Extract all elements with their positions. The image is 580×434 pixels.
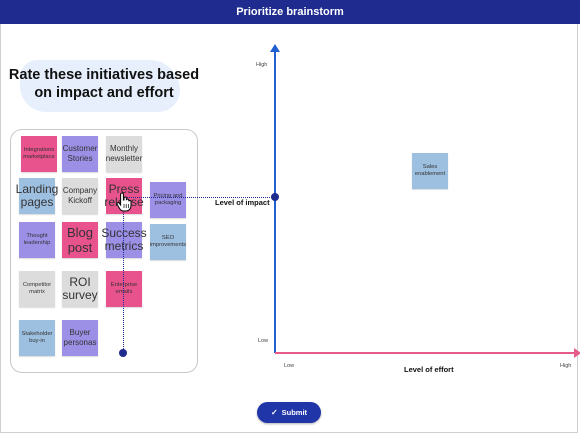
impact-high-label: High (256, 62, 268, 68)
sticky-note-enterprise-emails[interactable]: Enterprise emails (106, 271, 142, 307)
header-title: Prioritize brainstorm (236, 6, 344, 18)
impact-axis-arrow (270, 44, 280, 52)
sticky-note-success-metrics[interactable]: Success metrics (101, 222, 147, 258)
effort-axis-title: Level of effort (404, 365, 454, 374)
check-icon: ✓ (270, 408, 278, 417)
sticky-note-monthly-newsletter[interactable]: Monthly newsletter (106, 136, 142, 172)
impact-drag-handle[interactable] (271, 193, 279, 201)
sticky-note-pricing-packaging[interactable]: Pricing and packaging (150, 182, 186, 218)
sticky-note-roi-survey[interactable]: ROI survey (62, 271, 98, 307)
hand-cursor-icon (116, 192, 132, 212)
sticky-note-press-release[interactable]: Press release (104, 178, 144, 214)
effort-high-label: High (560, 363, 572, 369)
impact-guide-line (124, 197, 274, 198)
sticky-note-blog-post[interactable]: Blog post (62, 222, 98, 258)
canvas-frame (0, 24, 578, 433)
notes-panel: Integrations marketplace Customer Storie… (10, 129, 198, 373)
impact-low-label: Low (258, 338, 269, 344)
sticky-note-stakeholder-buyin[interactable]: Stakeholder buy-in (19, 320, 55, 356)
sticky-note-competitor-matrix[interactable]: Competitor matrix (19, 271, 55, 307)
sticky-note-landing-pages[interactable]: Landing pages (16, 178, 58, 214)
placed-note-sales-enablement[interactable]: Sales enablement (412, 153, 448, 189)
effort-guide-line (123, 197, 124, 353)
app-header: Prioritize brainstorm (0, 0, 580, 24)
title-highlight (20, 60, 180, 112)
sticky-note-thought-leadership[interactable]: Thought leadership (19, 222, 55, 258)
instructions-title: Rate these initiatives based on impact a… (8, 67, 200, 101)
effort-axis (275, 352, 575, 354)
sticky-note-company-kickoff[interactable]: Company Kickoff (62, 178, 98, 214)
submit-button[interactable]: ✓ Submit (257, 402, 321, 423)
effort-axis-arrow (574, 348, 580, 358)
effort-low-label: Low (284, 363, 295, 369)
sticky-note-integrations[interactable]: Integrations marketplace (21, 136, 57, 172)
impact-axis (274, 50, 276, 353)
sticky-note-seo[interactable]: SEO improvements (150, 224, 186, 260)
sticky-note-buyer-personas[interactable]: Buyer personas (62, 320, 98, 356)
impact-axis-title: Level of impact (215, 198, 270, 207)
effort-drag-handle[interactable] (119, 349, 127, 357)
submit-label: Submit (281, 408, 308, 417)
sticky-note-customer-stories[interactable]: Customer Stories (62, 136, 98, 172)
